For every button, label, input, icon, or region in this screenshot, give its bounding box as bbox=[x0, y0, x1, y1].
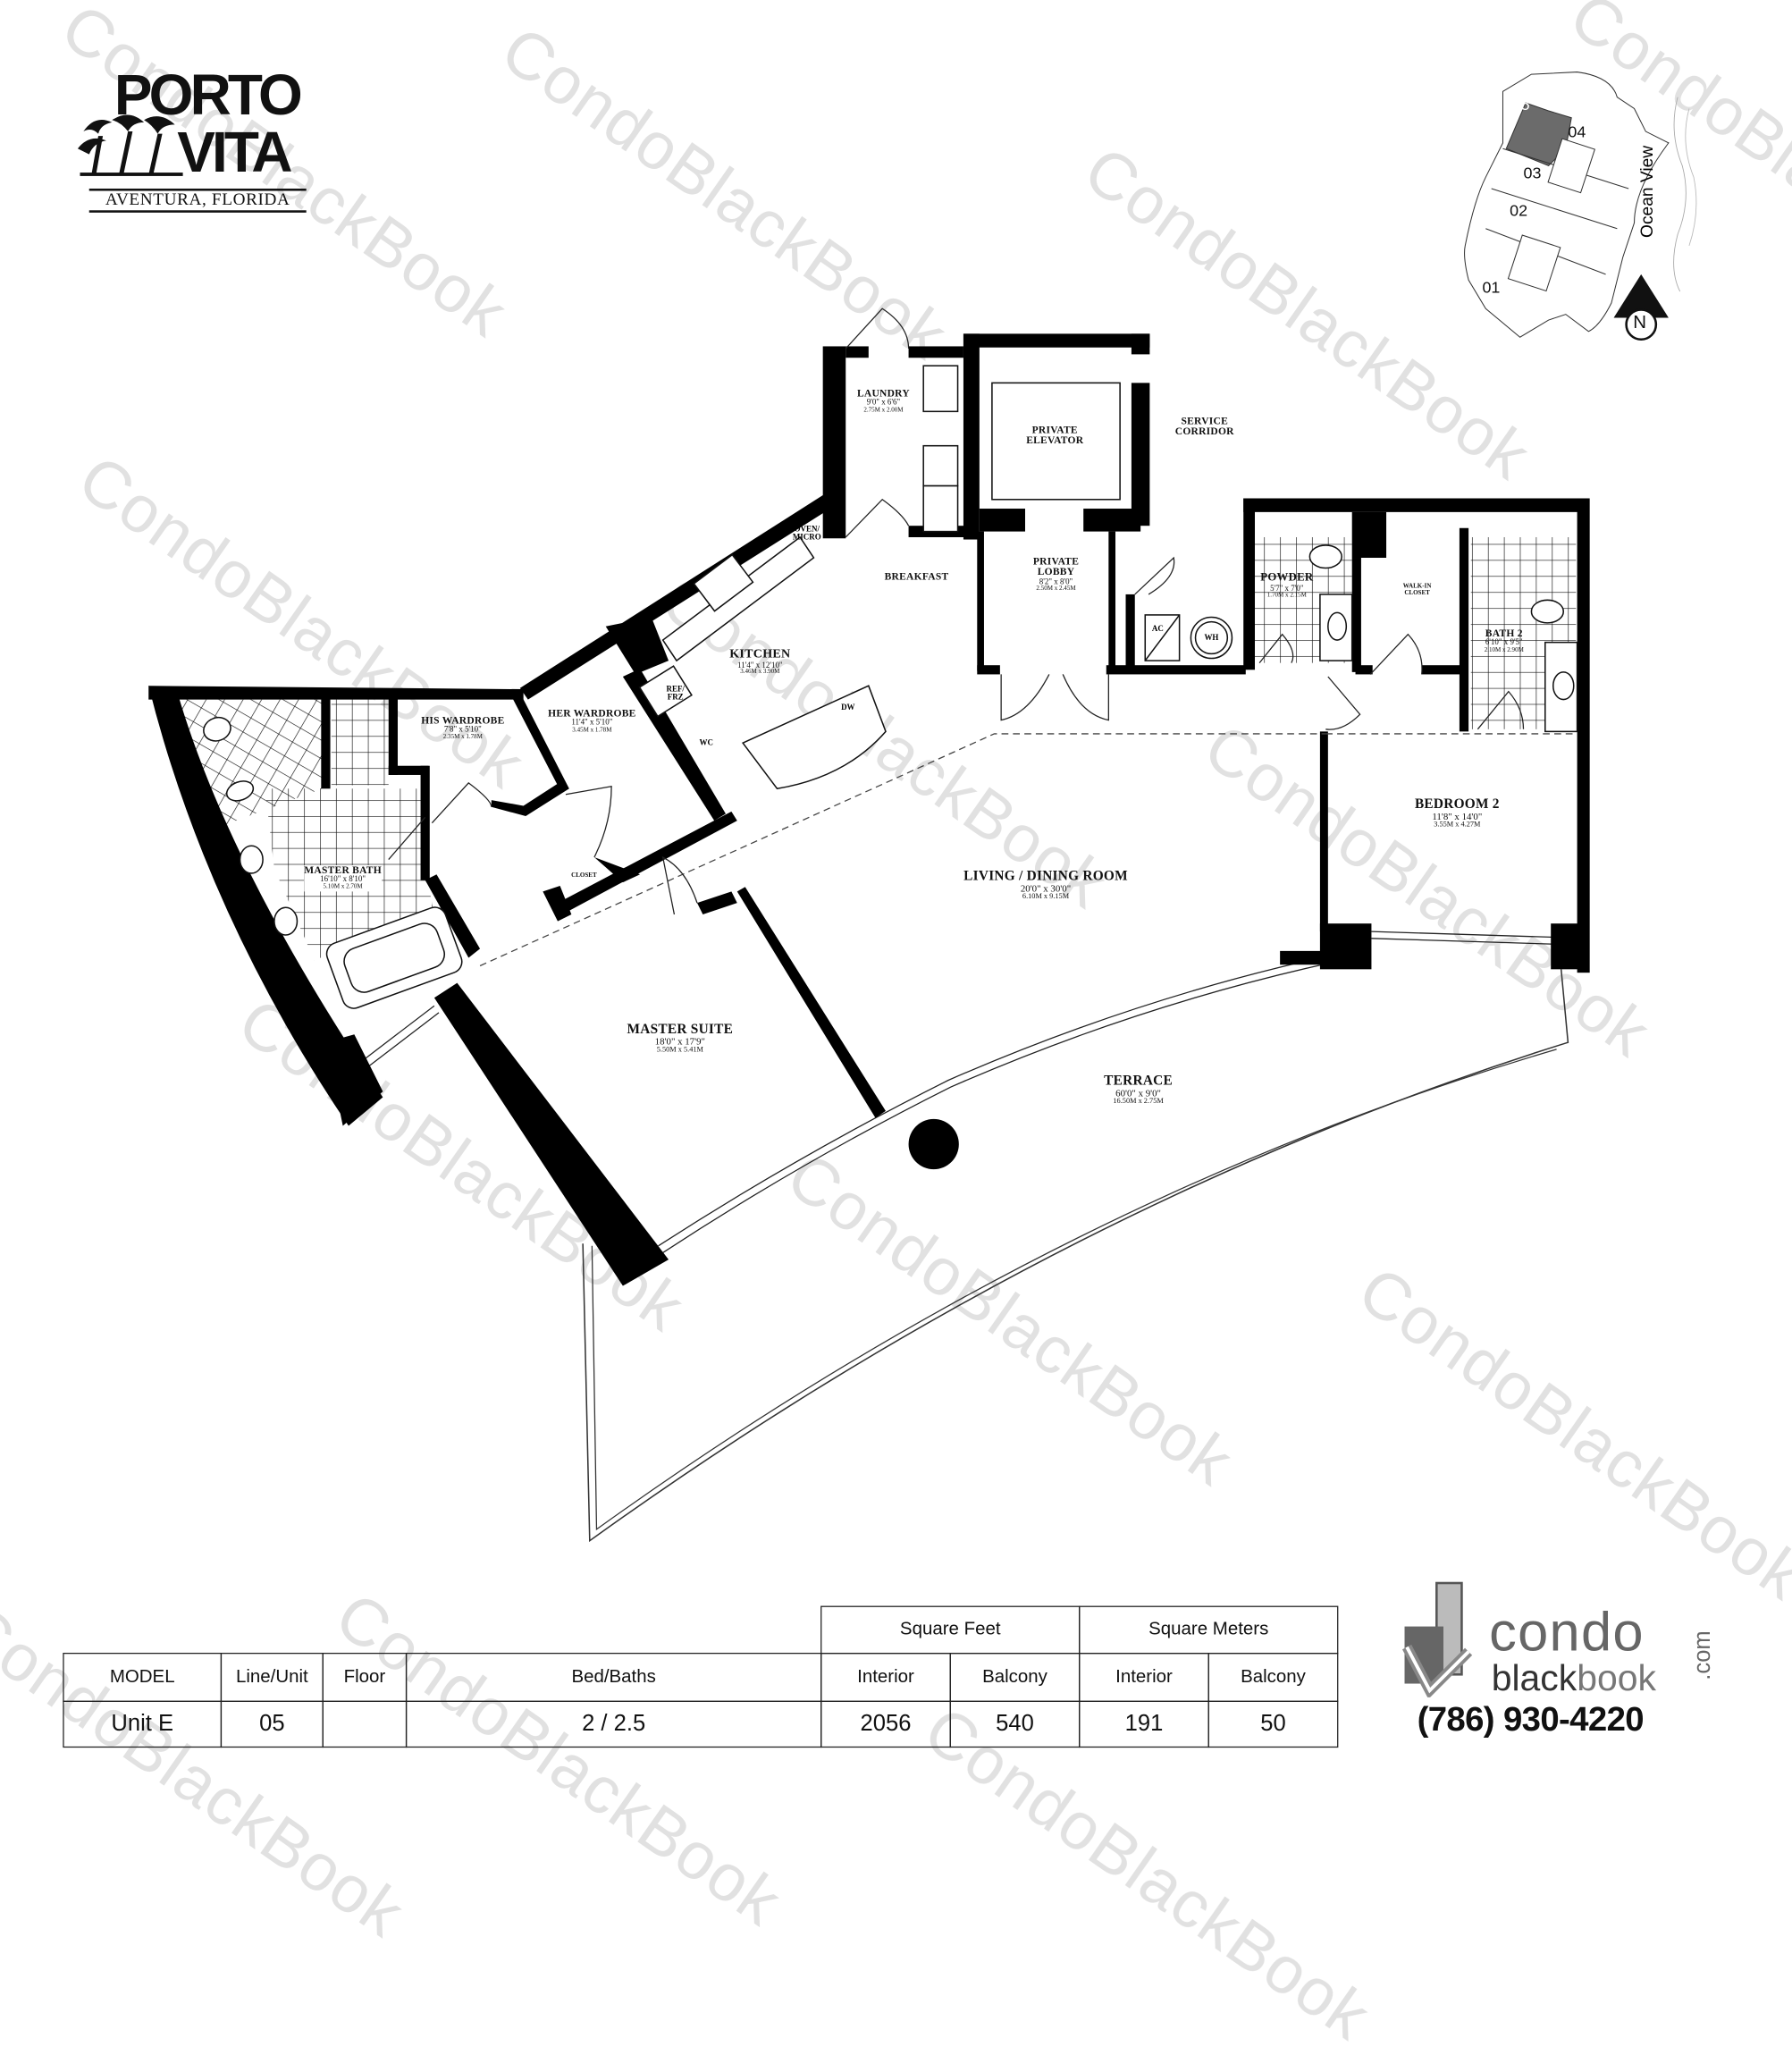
cell-bed-baths: 2 / 2.5 bbox=[405, 1700, 822, 1748]
building-check-icon bbox=[1401, 1581, 1473, 1697]
key-plan-map bbox=[1464, 72, 1697, 338]
header-sqm-balcony: Balcony bbox=[1207, 1653, 1339, 1702]
logo-porto: PORTO bbox=[114, 63, 303, 127]
fixture-ref-frz: REF/FRZ bbox=[666, 684, 685, 703]
terrace-outline bbox=[582, 969, 1569, 1543]
compass-label: N bbox=[1633, 313, 1647, 333]
logo-vita: VITA bbox=[177, 120, 292, 184]
cell-model: Unit E bbox=[63, 1700, 223, 1748]
logo-subtitle: AVENTURA, FLORIDA bbox=[88, 188, 307, 213]
cell-floor bbox=[322, 1700, 408, 1748]
fixture-ac: AC bbox=[1151, 624, 1164, 634]
cell-sqft-interior: 2056 bbox=[820, 1700, 951, 1748]
key-plan-label: 03 bbox=[1523, 163, 1542, 182]
fixture-oven-micro: OVEN/MICRO bbox=[792, 524, 821, 543]
key-plan-label: 02 bbox=[1510, 201, 1528, 220]
north-arrow-icon bbox=[1613, 274, 1669, 341]
header-model: MODEL bbox=[63, 1653, 223, 1702]
key-plan-label: 01 bbox=[1482, 277, 1501, 297]
key-plan-label: 05 bbox=[1511, 95, 1530, 114]
cell-sqm-interior: 191 bbox=[1079, 1700, 1209, 1748]
header-square-meters: Square Meters bbox=[1079, 1605, 1339, 1655]
header-sqm-interior: Interior bbox=[1079, 1653, 1209, 1702]
header-sqft-interior: Interior bbox=[820, 1653, 951, 1702]
room-closet: CLOSET bbox=[571, 872, 597, 880]
fixture-wh: WH bbox=[1204, 633, 1219, 643]
header-line-unit: Line/Unit bbox=[220, 1653, 324, 1702]
header-bed-baths: Bed/Baths bbox=[405, 1653, 822, 1702]
phone-number[interactable]: (786) 930-4220 bbox=[1417, 1700, 1645, 1739]
logo-com-text: .com bbox=[1690, 1630, 1716, 1680]
logo-blackbook-text: blackbook bbox=[1491, 1657, 1656, 1699]
key-plan-label: 04 bbox=[1568, 122, 1586, 141]
structural-column bbox=[908, 1118, 959, 1170]
fixture-wc: WC bbox=[699, 738, 713, 748]
room-breakfast: BREAKFAST bbox=[884, 570, 949, 582]
cell-sqft-balcony: 540 bbox=[949, 1700, 1081, 1748]
header-sqft-balcony: Balcony bbox=[949, 1653, 1081, 1702]
cell-line-unit: 05 bbox=[220, 1700, 324, 1748]
logo-condo-text: condo bbox=[1489, 1602, 1645, 1663]
palm-trees-icon bbox=[77, 114, 183, 176]
floor-plan-drawing bbox=[148, 307, 1590, 1543]
cell-sqm-balcony: 50 bbox=[1207, 1700, 1339, 1748]
fixture-dw: DW bbox=[841, 703, 855, 712]
header-square-feet: Square Feet bbox=[820, 1605, 1081, 1655]
header-floor: Floor bbox=[322, 1653, 408, 1702]
